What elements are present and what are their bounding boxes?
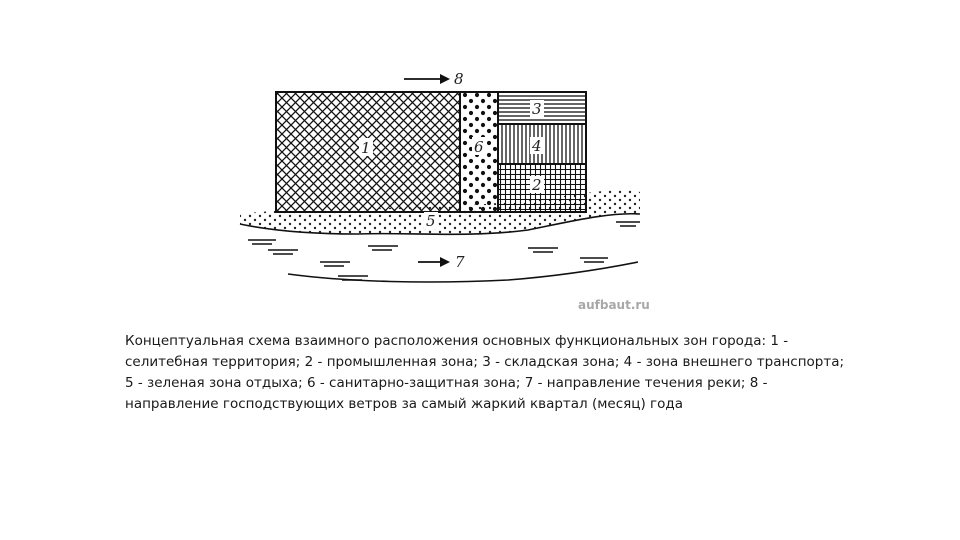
river-ripples [248,221,640,281]
label-zone-6: 6 [474,138,484,156]
label-zone-2: 2 [531,176,542,194]
label-river-arrow: 7 [455,253,465,271]
label-zone-3: 3 [532,100,542,118]
river-lower-bank [287,261,639,283]
label-zone-5: 5 [426,212,436,230]
wind-direction-arrow: 8 [404,70,464,88]
label-wind-arrow: 8 [454,70,464,88]
river-flow-arrow: 7 [418,253,465,271]
river-bank-line [239,212,641,236]
caption-text: Концептуальная схема взаимного расположе… [125,333,845,412]
label-zone-4: 4 [531,137,542,155]
watermark: aufbaut.ru [578,298,650,312]
zoning-diagram: 1 6 3 4 2 5 8 7 aufbaut.ru [239,70,650,312]
label-zone-1: 1 [361,139,371,157]
